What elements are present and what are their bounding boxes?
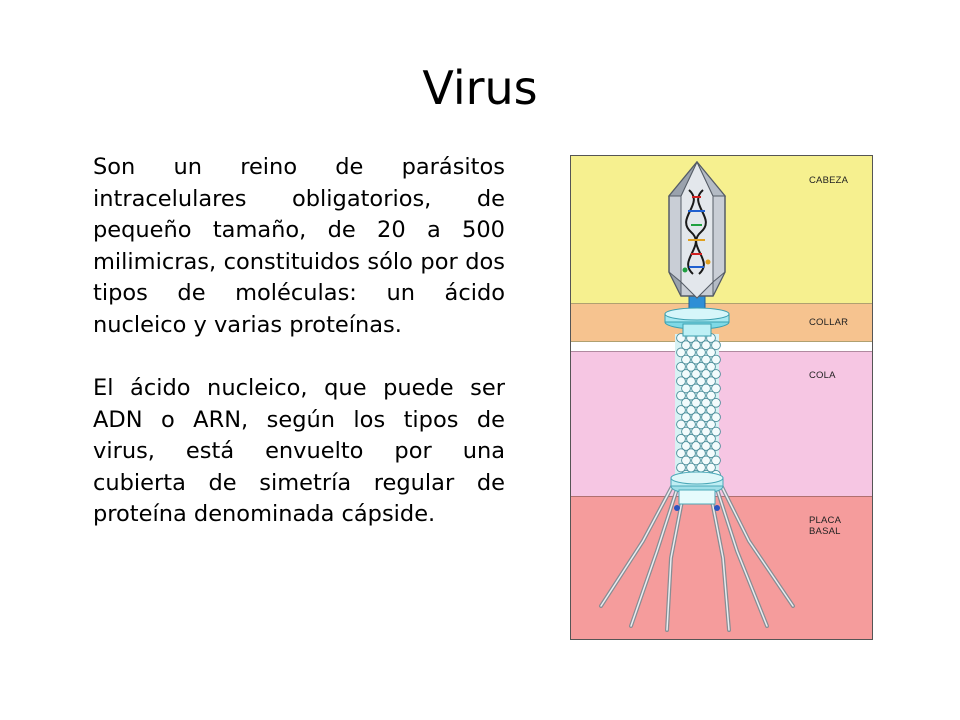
sheath-bead — [691, 426, 701, 437]
sheath-bead — [686, 419, 696, 430]
sheath-bead — [701, 383, 711, 394]
slide-title: Virus — [422, 61, 538, 115]
sheath-bead — [711, 354, 721, 365]
sheath-bead — [691, 383, 701, 394]
sheath-bead — [711, 369, 721, 379]
sheath-bead — [701, 441, 711, 451]
sheath-bead — [711, 397, 721, 408]
base-plate — [670, 471, 724, 511]
phage-illustration — [599, 160, 795, 632]
head-label: CABEZA — [809, 175, 849, 186]
sheath-bead — [701, 426, 711, 437]
paragraph-nucleic-acid: El ácido nucleico, que puede ser ADN o A… — [93, 375, 505, 527]
sheath-bead — [681, 340, 691, 351]
sheath-bead — [676, 361, 686, 372]
sheath-bead — [681, 455, 691, 466]
sheath-bead — [696, 405, 706, 415]
sheath-bead — [686, 361, 696, 372]
sheath-bead — [706, 433, 716, 444]
sheath-bead — [706, 419, 716, 430]
sheath-bead — [686, 376, 696, 387]
base-plate-label: PLACA BASAL — [809, 515, 841, 537]
sheath-bead — [701, 412, 711, 423]
sheath-bead — [681, 354, 691, 365]
bacteriophage-diagram: CABEZA COLLAR COLA PLACA BASAL — [570, 155, 873, 640]
sheath-bead — [691, 354, 701, 365]
sheath-bead — [681, 412, 691, 423]
sheath-bead — [676, 433, 686, 444]
sheath-bead — [696, 361, 706, 372]
sheath-bead — [701, 369, 711, 379]
sheath-bead — [706, 448, 716, 459]
sheath-bead — [691, 455, 701, 466]
sheath-bead — [686, 347, 696, 358]
sheath-bead — [701, 354, 711, 365]
tail-sheath — [675, 333, 721, 480]
sheath-bead — [686, 448, 696, 459]
slide-body: Son un reino de parásitos intracelulares… — [93, 152, 505, 531]
sheath-bead — [691, 397, 701, 408]
sheath-bead — [706, 347, 716, 358]
sheath-bead — [681, 369, 691, 379]
sheath-bead — [696, 376, 706, 387]
sheath-bead — [701, 340, 711, 351]
sheath-bead — [711, 455, 721, 466]
sheath-bead — [696, 390, 706, 401]
sheath-bead — [706, 390, 716, 401]
sheath-bead — [706, 361, 716, 372]
sheath-bead — [676, 347, 686, 358]
sheath-bead — [681, 441, 691, 451]
sheath-bead — [686, 433, 696, 444]
tail-band: COLA — [571, 351, 872, 497]
sheath-bead — [696, 419, 706, 430]
sheath-bead — [706, 376, 716, 387]
sheath-bead — [701, 397, 711, 408]
sheath-bead — [711, 340, 721, 351]
sheath-bead — [711, 383, 721, 394]
sheath-bead — [676, 405, 686, 415]
sheath-bead — [711, 441, 721, 451]
sheath-bead — [706, 462, 716, 473]
sheath-bead — [696, 448, 706, 459]
collar-label: COLLAR — [809, 317, 849, 328]
sheath-bead — [691, 441, 701, 451]
sheath-bead — [676, 462, 686, 473]
sheath-bead — [691, 340, 701, 351]
sheath-bead — [681, 426, 691, 437]
sheath-bead — [676, 390, 686, 401]
sheath-bead — [696, 347, 706, 358]
paragraph-definition: Son un reino de parásitos intracelulares… — [93, 154, 505, 338]
sheath-bead — [681, 397, 691, 408]
sheath-bead — [676, 448, 686, 459]
sheath-bead — [686, 390, 696, 401]
sheath-bead — [691, 369, 701, 379]
sheath-bead — [696, 433, 706, 444]
capsid-head — [667, 160, 727, 299]
sheath-bead — [701, 455, 711, 466]
sheath-bead — [686, 405, 696, 415]
sheath-bead — [711, 412, 721, 423]
sheath-bead — [711, 426, 721, 437]
sheath-bead — [676, 419, 686, 430]
sheath-bead — [706, 405, 716, 415]
base-plate-band: PLACA BASAL — [571, 496, 872, 639]
sheath-bead — [691, 412, 701, 423]
tail-label: COLA — [809, 370, 836, 381]
sheath-bead — [676, 376, 686, 387]
tail-fibers-highlight — [600, 480, 794, 631]
collar-ring — [664, 295, 730, 337]
sheath-bead — [681, 383, 691, 394]
